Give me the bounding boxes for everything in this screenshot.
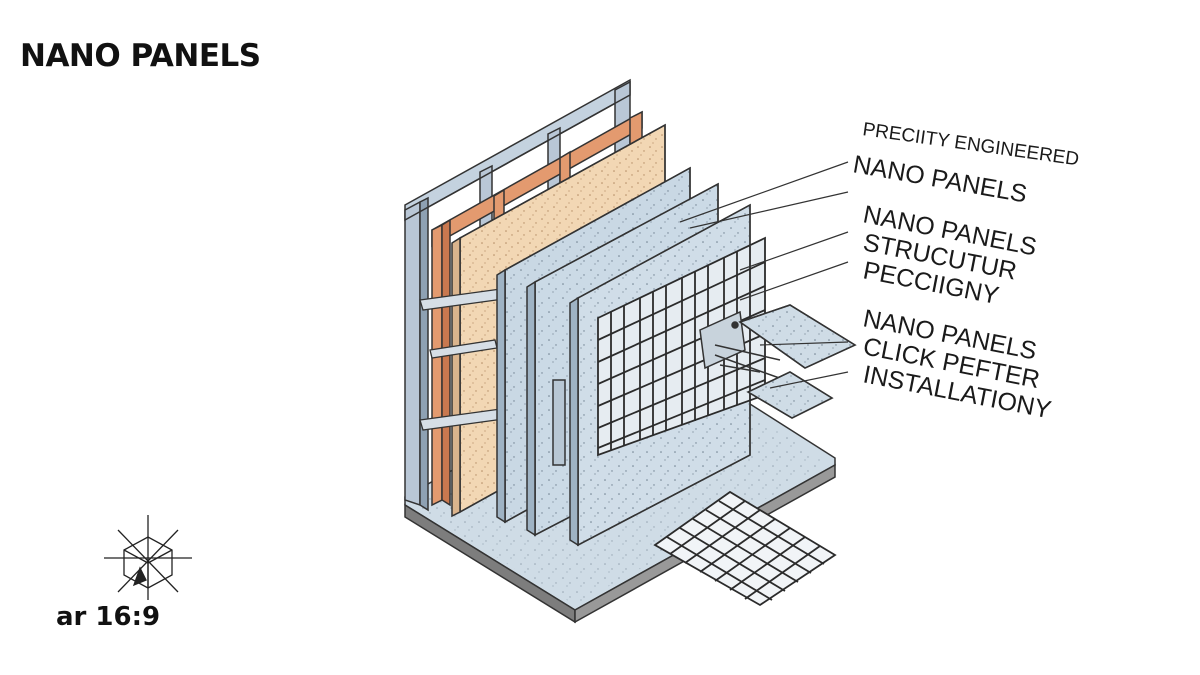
floor-grating bbox=[653, 490, 837, 607]
connector-bracket bbox=[699, 310, 786, 381]
isometric-cube-icon bbox=[104, 515, 192, 600]
callout-labels: PRECIITY ENGINEERED NANO PANELS NANO PAN… bbox=[851, 119, 1080, 424]
leader-lines bbox=[679, 161, 849, 389]
loose-tile-upper bbox=[738, 304, 857, 369]
aspect-ratio-label: ar 16:9 bbox=[56, 602, 161, 632]
loose-tile-lower bbox=[746, 371, 834, 419]
page-title: NANO PANELS bbox=[20, 38, 261, 74]
